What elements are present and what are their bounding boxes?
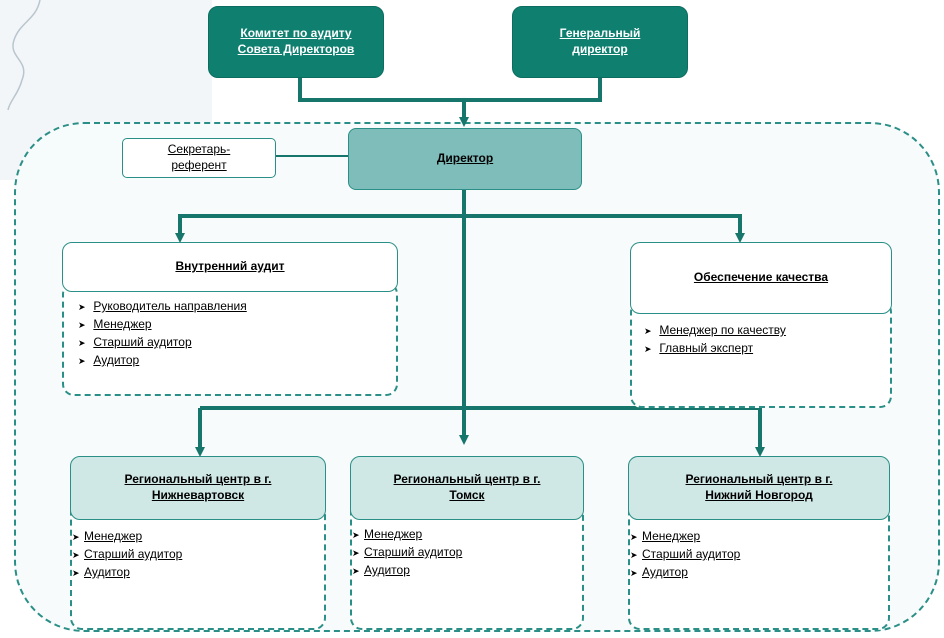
arrow-bullet-icon: ➤ — [644, 344, 652, 354]
secretary-line1: Секретарь- — [167, 142, 231, 157]
connector-committee — [298, 78, 464, 102]
internal-audit-title: Внутренний аудит — [175, 259, 285, 274]
secretary-line2: референт — [171, 158, 227, 172]
connector-branches-top — [178, 214, 742, 236]
regional-center-line1: Региональный центр в г. — [393, 472, 541, 487]
arrow-bullet-icon: ➤ — [78, 320, 86, 330]
arrow-bullet-icon: ➤ — [352, 548, 360, 558]
audit-committee-line2: Совета Директоров — [237, 42, 355, 56]
arrow-bullet-icon: ➤ — [78, 356, 86, 366]
list-item: ➤ Аудитор — [78, 352, 247, 370]
quality-box: Обеспечение качества — [630, 242, 892, 314]
list-item: ➤ Старший аудитор — [78, 334, 247, 352]
arrow-bullet-icon: ➤ — [72, 568, 80, 578]
quality-list-box — [630, 300, 892, 408]
arrow-bullet-icon: ➤ — [630, 568, 638, 578]
regional-center-box-3: Региональный центр в г. Нижний Новгород — [628, 456, 890, 520]
internal-audit-items: ➤ Руководитель направления ➤ Менеджер ➤ … — [78, 298, 247, 370]
regional-list-box-3 — [628, 500, 890, 630]
director-box: Директор — [348, 128, 582, 190]
arrow-bullet-icon: ➤ — [78, 338, 86, 348]
list-item: ➤Аудитор — [630, 564, 740, 582]
list-item: ➤Аудитор — [72, 564, 182, 582]
list-item: ➤Менеджер — [630, 528, 740, 546]
internal-audit-box: Внутренний аудит — [62, 242, 398, 292]
regional-items-2: ➤Менеджер ➤Старший аудитор ➤Аудитор — [352, 526, 462, 580]
map-outline-decoration — [7, 0, 41, 111]
regional-list-box-2 — [350, 500, 584, 630]
list-item: ➤ Главный эксперт — [644, 340, 786, 358]
quality-items: ➤ Менеджер по качеству ➤ Главный эксперт — [644, 322, 786, 358]
general-director-line2: директор — [572, 42, 628, 56]
list-item: ➤ Менеджер по качеству — [644, 322, 786, 340]
arrow-bullet-icon: ➤ — [630, 550, 638, 560]
arrow-bullet-icon: ➤ — [630, 532, 638, 542]
list-item: ➤Аудитор — [352, 562, 462, 580]
arrow-bullet-icon: ➤ — [352, 566, 360, 576]
list-item: ➤ Менеджер — [78, 316, 247, 334]
audit-committee-line1: Комитет по аудиту — [240, 26, 352, 41]
arrow-bullet-icon: ➤ — [644, 326, 652, 336]
list-item: ➤Менеджер — [72, 528, 182, 546]
regional-center-line2: Нижний Новгород — [705, 488, 813, 502]
regional-center-box-2: Региональный центр в г. Томск — [350, 456, 584, 520]
regional-center-line1: Региональный центр в г. — [685, 472, 833, 487]
regional-list-box-1 — [70, 500, 326, 630]
regional-center-line1: Региональный центр в г. — [124, 472, 272, 487]
regional-center-line2: Томск — [449, 488, 485, 502]
director-label: Директор — [436, 151, 494, 166]
regional-center-line2: Нижневартовск — [151, 488, 245, 502]
arrow-bullet-icon: ➤ — [72, 532, 80, 542]
arrow-bullet-icon: ➤ — [78, 302, 86, 312]
regional-center-box-1: Региональный центр в г. Нижневартовск — [70, 456, 326, 520]
general-director-line1: Генеральный — [559, 26, 641, 41]
regional-items-3: ➤Менеджер ➤Старший аудитор ➤Аудитор — [630, 528, 740, 582]
regional-items-1: ➤Менеджер ➤Старший аудитор ➤Аудитор — [72, 528, 182, 582]
audit-committee-box: Комитет по аудиту Совета Директоров — [208, 6, 384, 78]
secretary-box: Секретарь- референт — [122, 138, 276, 178]
quality-title: Обеспечение качества — [693, 270, 829, 285]
list-item: ➤Старший аудитор — [352, 544, 462, 562]
list-item: ➤ Руководитель направления — [78, 298, 247, 316]
internal-audit-list-box — [62, 282, 398, 396]
arrow-bullet-icon: ➤ — [72, 550, 80, 560]
list-item: ➤Старший аудитор — [72, 546, 182, 564]
list-item: ➤Старший аудитор — [630, 546, 740, 564]
connector-general — [464, 78, 602, 102]
arrow-bullet-icon: ➤ — [352, 530, 360, 540]
list-item: ➤Менеджер — [352, 526, 462, 544]
general-director-box: Генеральный директор — [512, 6, 688, 78]
